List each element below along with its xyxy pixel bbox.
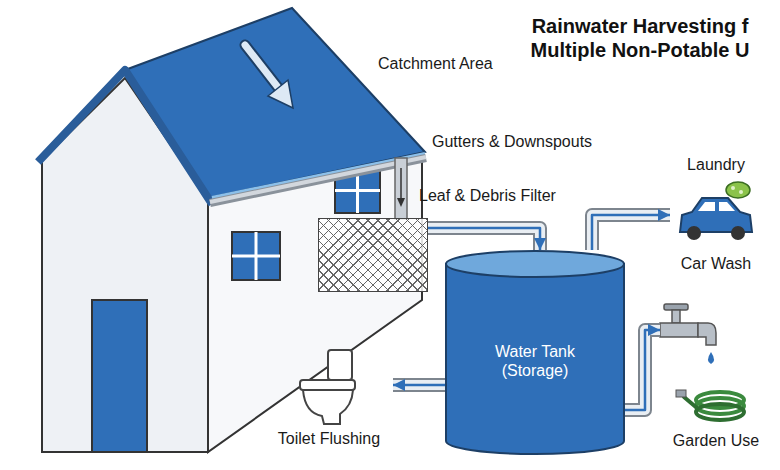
part-label: Gutters & Downspouts [432,132,592,151]
hose-coil [696,404,744,420]
flow-line [592,215,670,250]
car-wheel [731,226,745,240]
faucet-body [660,323,698,337]
pipe-connector [625,330,660,410]
flow-arrow-head [268,80,293,108]
hose-end [684,397,697,408]
toilet-seat [300,380,355,390]
pipe-outline [393,378,445,392]
toilet-bowl [303,390,353,424]
diagram-title: Rainwater Harvesting f Multiple Non-Pota… [505,14,775,62]
pipe-inner [592,215,670,250]
sponge-bubble [731,186,735,190]
hose-nozzle [676,390,686,397]
car-icon [680,182,752,240]
side-wall [208,158,422,452]
flow-arrow-outline [245,45,280,90]
downspout-arrow-head [397,198,405,207]
window [232,232,280,280]
filter-label: Leaf & Debris Filter [419,186,556,205]
pipe-connector [393,385,445,386]
flow-line [625,330,660,410]
use-label: Garden Use [673,431,759,450]
tank-label: Water Tank (Storage) [470,342,600,380]
pipe-inner [393,380,445,390]
pipe-inner [625,330,660,410]
leaf-filter-box: Leaf & Debris Filter [318,218,428,292]
use-label: Car Wash [681,254,752,273]
use-label: Toilet Flushing [278,429,380,448]
window-pane [232,232,280,280]
flow-line [428,228,540,250]
faucet-spout [698,323,716,345]
car-wash-laundry-use: LaundryCar Wash [670,155,762,273]
downspout [395,158,407,219]
roof-edge [38,70,212,204]
water-drop [708,352,714,364]
door [92,300,147,452]
garden-use: Garden Use [660,295,772,450]
toilet-icon [300,350,355,424]
pipe-outline [625,330,660,410]
car-wheel [687,226,701,240]
part-label: Catchment Area [378,54,493,73]
faucet-icon [660,304,716,364]
faucet-stem [672,310,680,323]
car-window [698,202,715,211]
downspout-arrow [400,168,402,200]
sponge-bubble [739,190,743,194]
pipe-outline [428,228,540,250]
gutter-inner [210,157,426,202]
window-bar [335,189,380,192]
pipe-outline [592,215,670,250]
tank-body [446,264,624,454]
car-window [719,202,735,211]
pipe-inner [428,228,540,250]
roof-highlight [212,154,425,198]
gutter [210,158,426,203]
sponge [726,182,750,198]
flow-arrow [245,45,280,90]
faucet-handle [664,304,688,310]
use-label: Laundry [687,155,745,174]
pipe-connector [428,228,540,250]
storage-tank: Water Tank (Storage) [445,250,625,455]
toilet-use: Toilet Flushing [265,345,393,448]
flow-line [393,384,445,387]
toilet-tank [328,350,352,380]
tank-top [446,251,624,277]
pipe-connector [592,215,670,250]
hose-icon [676,390,744,420]
window-bar [232,255,280,258]
